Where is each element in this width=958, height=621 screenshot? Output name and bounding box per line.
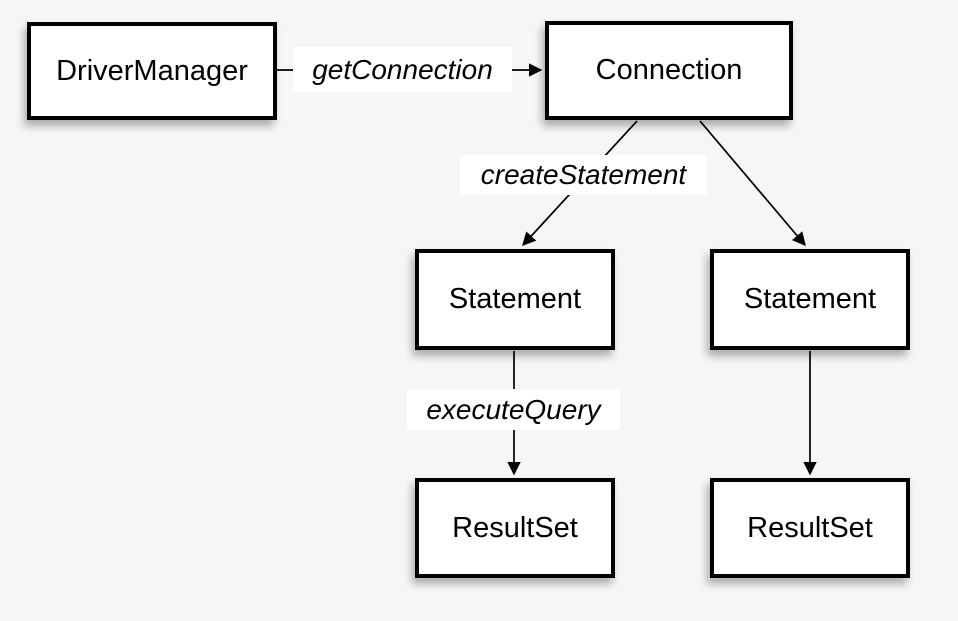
edge-label-get-connection: getConnection bbox=[293, 47, 512, 92]
node-driver-manager: DriverManager bbox=[27, 22, 277, 120]
node-statement-left: Statement bbox=[415, 249, 615, 350]
edge-label-create-statement: createStatement bbox=[460, 155, 707, 195]
node-resultset-right: ResultSet bbox=[710, 478, 910, 578]
edge-label-execute-query: executeQuery bbox=[407, 389, 620, 430]
node-resultset-left: ResultSet bbox=[415, 478, 615, 578]
edge-connection-to-statement-right bbox=[699, 120, 806, 247]
node-connection: Connection bbox=[545, 21, 793, 120]
node-statement-right: Statement bbox=[710, 249, 910, 350]
